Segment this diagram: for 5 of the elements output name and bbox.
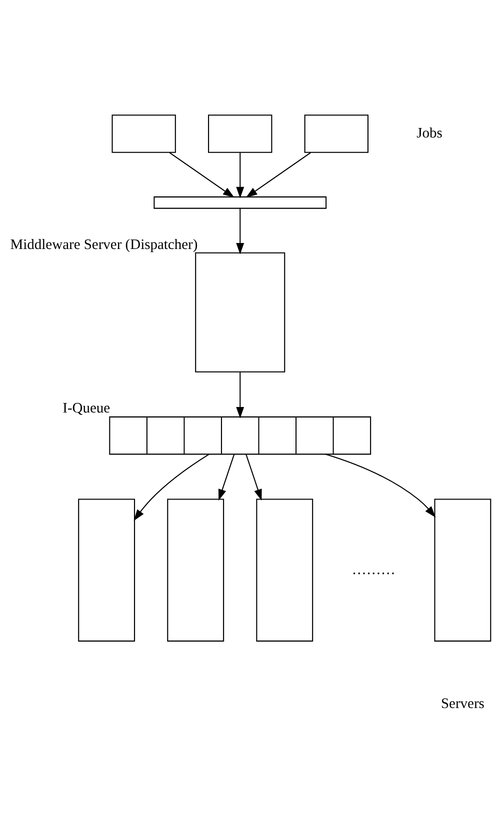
node-label: I-Queue xyxy=(62,400,110,416)
node-label: Middleware Server (Dispatcher) xyxy=(10,236,198,252)
label: Jobs xyxy=(416,125,442,142)
label: ……… xyxy=(352,561,396,578)
label: Servers xyxy=(440,696,484,712)
